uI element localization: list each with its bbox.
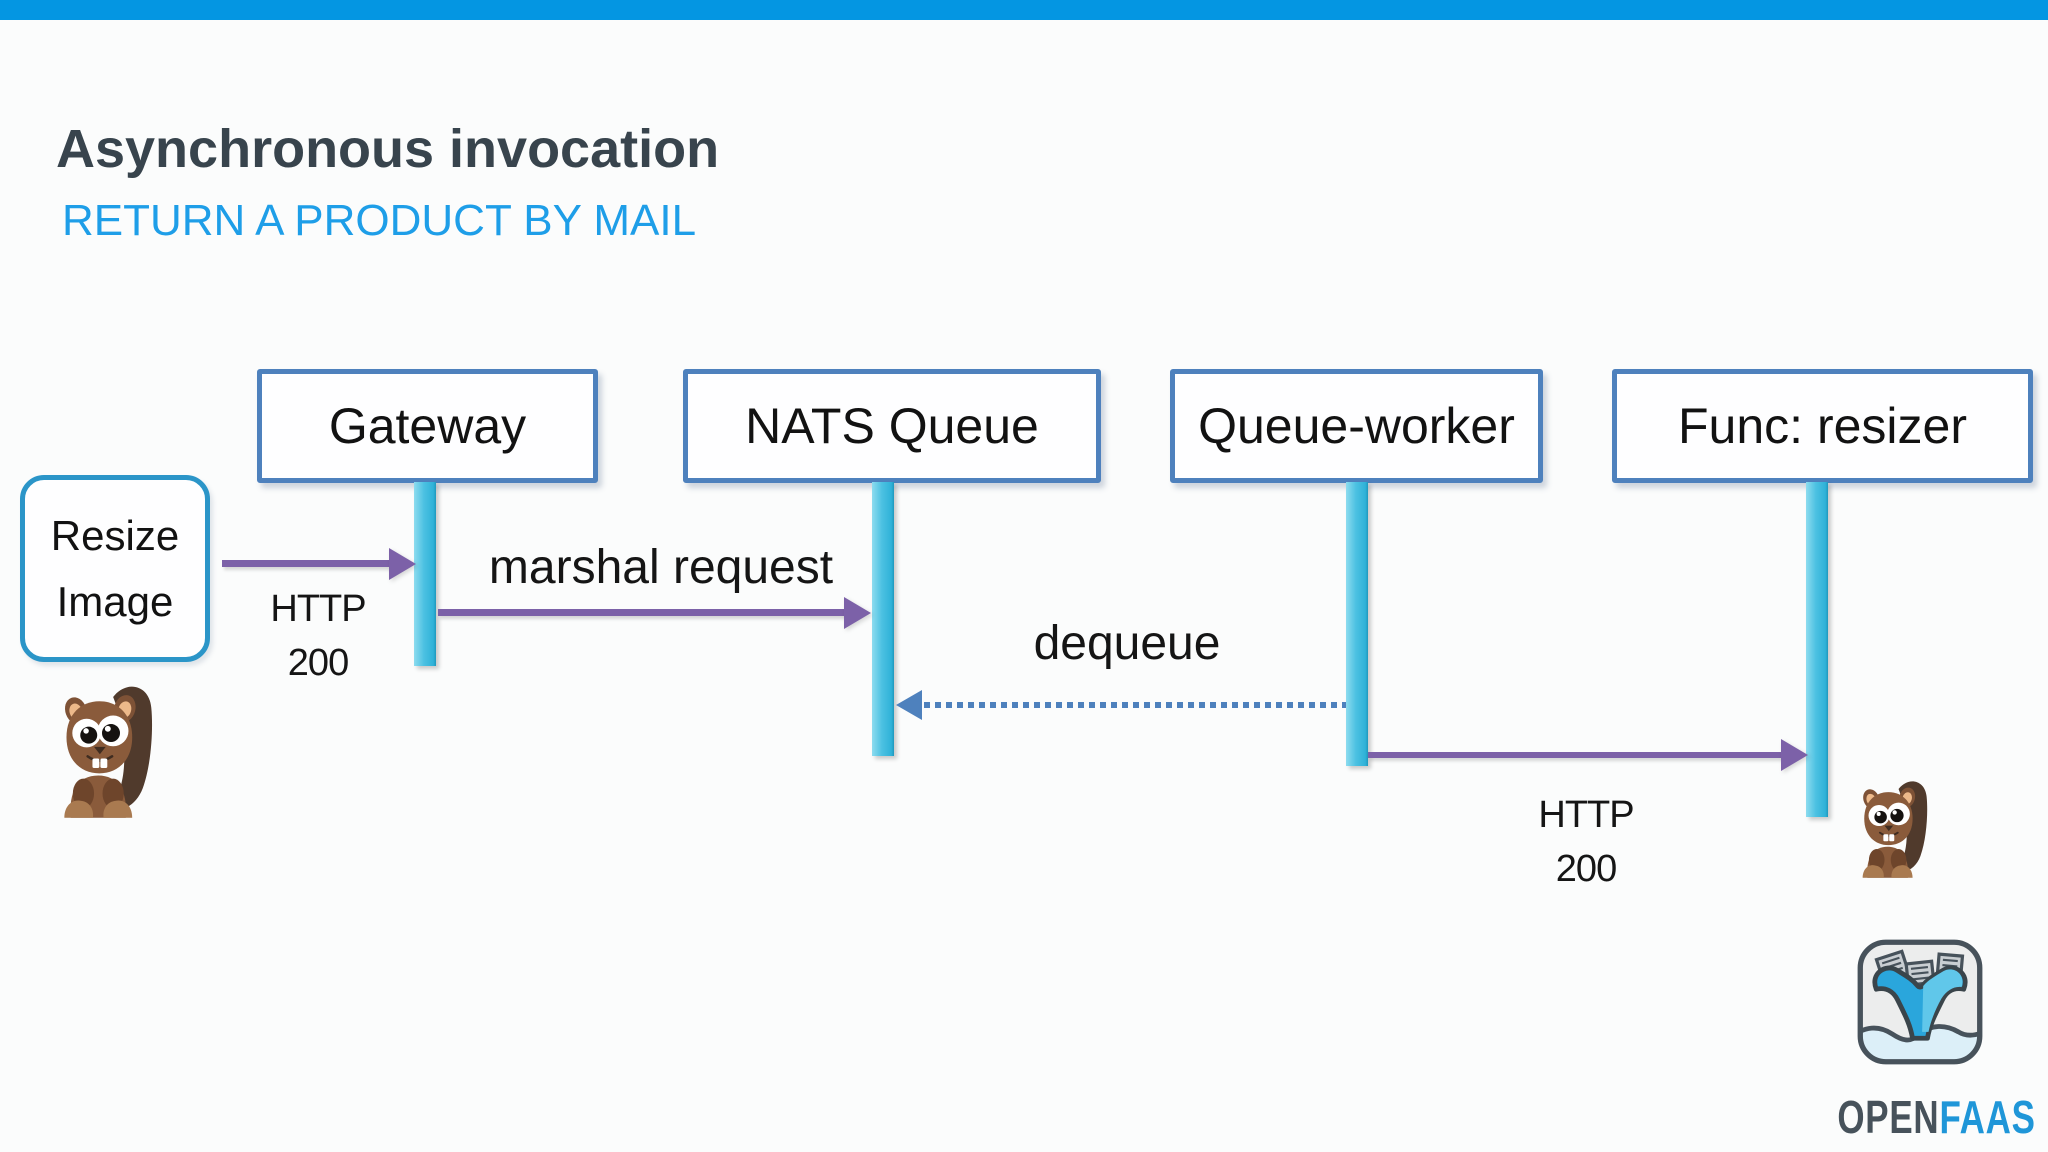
actor-box-queue-worker: Queue-worker: [1170, 369, 1543, 483]
arrow-marshal-request: [438, 609, 845, 616]
actor-label-nats-queue: NATS Queue: [745, 398, 1039, 454]
page-title: Asynchronous invocation: [56, 119, 720, 180]
http-label-line1: HTTP: [1538, 794, 1634, 836]
resize-image-line1: Resize: [50, 511, 180, 559]
actor-box-func-resizer: Func: resizer: [1612, 369, 2033, 483]
http-label-line2: 200: [287, 641, 349, 684]
http-label-line1: HTTP: [270, 588, 366, 630]
arrow-head-icon: [844, 597, 871, 629]
arrow-resize-to-gateway: [222, 560, 390, 567]
top-accent-bar: [0, 0, 2048, 20]
actor-label-func-resizer: Func: resizer: [1678, 398, 1967, 454]
dequeue-label: dequeue: [1033, 617, 1221, 670]
marshal-request-label: marshal request: [488, 541, 834, 594]
resize-image-line2: Image: [56, 577, 174, 625]
actor-box-gateway: Gateway: [257, 369, 598, 483]
http-200-label-right: HTTP 200: [1506, 789, 1666, 897]
openfaas-wordmark-faas: FAAS: [1939, 1091, 2036, 1143]
squirrel-mascot-icon: [58, 682, 164, 818]
arrow-head-icon: [389, 548, 416, 580]
http-200-label-left: HTTP 200: [238, 583, 398, 691]
openfaas-wordmark-open: OPEN: [1837, 1091, 1940, 1143]
arrow-head-icon: [1781, 739, 1808, 771]
page-subtitle: RETURN A PRODUCT BY MAIL: [62, 196, 697, 245]
lifeline-func-resizer: [1806, 482, 1828, 817]
arrow-dequeue-dotted: [924, 702, 1346, 708]
http-label-line2: 200: [1555, 847, 1617, 890]
actor-label-queue-worker: Queue-worker: [1198, 398, 1515, 454]
dotted-arrow-head-icon: [896, 690, 922, 720]
arrow-worker-to-resizer: [1368, 752, 1782, 758]
actor-box-nats-queue: NATS Queue: [683, 369, 1101, 483]
squirrel-mascot-icon: [1858, 778, 1936, 878]
lifeline-nats-queue: [872, 482, 894, 756]
actor-label-gateway: Gateway: [328, 398, 527, 454]
openfaas-wordmark: OPENFAAS: [1806, 1090, 2035, 1144]
openfaas-whale-logo-icon: [1856, 938, 1984, 1066]
resize-image-box: Resize Image: [20, 475, 210, 662]
lifeline-queue-worker: [1346, 482, 1368, 766]
lifeline-gateway: [414, 482, 436, 666]
